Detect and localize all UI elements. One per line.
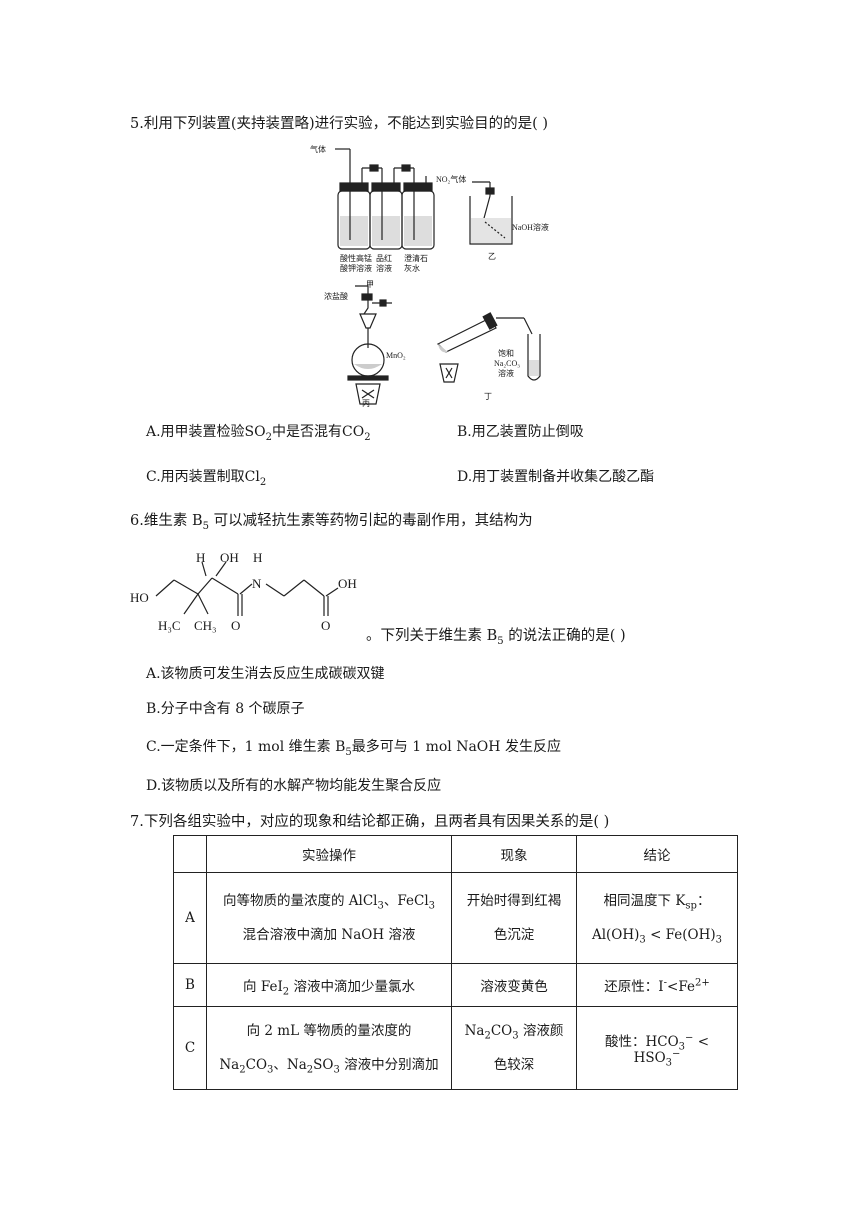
bottle2-label-line2: 溶液	[376, 263, 392, 273]
table-row: A 向等物质的量浓度的 AlCl3、FeCl3 混合溶液中滴加 NaOH 溶液 …	[173, 872, 738, 964]
row-c-phenomenon: Na2CO3 溶液颜 色较深	[451, 1006, 577, 1090]
ho-group: HO	[130, 590, 149, 605]
table-row: B 向 FeI2 溶液中滴加少量氯水 溶液变黄色 还原性：I-<Fe2+	[173, 963, 738, 1007]
bottle1-label-line2: 酸钾溶液	[340, 263, 372, 273]
h3c-group: H₃C	[158, 618, 181, 633]
label-ding: 丁	[484, 392, 492, 401]
bottle3-label-line1: 澄清石	[404, 253, 428, 263]
n-atom: N	[252, 576, 262, 591]
bottle1-label-line1: 酸性高锰	[340, 253, 372, 263]
apparatus-ding	[436, 312, 541, 383]
satd-label-line3: 溶液	[498, 368, 514, 378]
carbonyl-o-1: O	[231, 618, 240, 633]
bottle3-label-line2: 灰水	[404, 263, 420, 273]
label-jia: 甲	[366, 280, 374, 289]
q6-option-d: D.该物质以及所有的水解产物均能发生聚合反应	[146, 778, 442, 794]
q5-option-d: D.用丁装置制备并收集乙酸乙酯	[457, 469, 655, 485]
carbonyl-o-2: O	[321, 618, 330, 633]
row-b-operation: 向 FeI2 溶液中滴加少量氯水	[206, 963, 452, 1007]
row-c-operation: 向 2 mL 等物质的量浓度的 Na2CO3、Na2SO3 溶液中分别滴加	[206, 1006, 452, 1090]
label-bing: 丙	[362, 399, 370, 408]
q6-option-b: B.分子中含有 8 个碳原子	[146, 701, 305, 717]
oh-group-1: OH	[220, 550, 239, 565]
gas-in-label: 气体	[310, 144, 326, 154]
row-b-conclusion: 还原性：I-<Fe2+	[576, 963, 738, 1007]
apparatus-yi	[469, 181, 513, 245]
table-header-row: 实验操作 现象 结论	[173, 835, 738, 873]
apparatus-jia	[335, 148, 435, 250]
row-label-b: B	[173, 963, 207, 1007]
q6-option-a: A.该物质可发生消去反应生成碳碳双键	[146, 666, 385, 682]
q7-stem: 7.下列各组实验中，对应的现象和结论都正确，且两者具有因果关系的是( )	[130, 814, 610, 830]
header-conclusion: 结论	[576, 835, 738, 873]
row-label-a: A	[173, 872, 207, 964]
q5-apparatus-figure: 气体 酸性高锰 酸钾溶液 品红 溶液 澄清石 灰水 甲 NO₂气体 NaOH溶液…	[310, 144, 549, 408]
q6-stem-tail: 。下列关于维生素 B5 的说法正确的是( )	[366, 628, 626, 647]
ch3-group: CH₃	[194, 618, 217, 633]
row-a-phenomenon: 开始时得到红褐 色沉淀	[451, 872, 577, 964]
header-blank	[173, 835, 207, 873]
row-a-conclusion: 相同温度下 Ksp： Al(OH)3 < Fe(OH)3	[576, 872, 738, 964]
mno2-label: MnO₂	[386, 351, 406, 360]
row-label-c: C	[173, 1006, 207, 1090]
h-atom-2: H	[253, 550, 262, 565]
q5-option-b: B.用乙装置防止倒吸	[457, 424, 584, 440]
row-c-conclusion: 酸性：HCO3− < HSO3−	[576, 1006, 738, 1090]
q6-option-c: C.一定条件下，1 mol 维生素 B5最多可与 1 mol NaOH 发生反应	[146, 739, 561, 758]
bottle2-label-line1: 品红	[376, 253, 392, 263]
q5-stem: 5.利用下列装置(夹持装置略)进行实验，不能达到实验目的的是( )	[130, 116, 549, 132]
vitamin-b5-structure: HO H OH H N OH H₃C CH₃ O O	[130, 550, 357, 633]
q7-experiment-table: 实验操作 现象 结论 A 向等物质的量浓度的 AlCl3、FeCl3 混合溶液中…	[173, 835, 738, 1090]
h-atom-1: H	[196, 550, 205, 565]
conc-hcl-label: 浓盐酸	[324, 291, 348, 301]
q5-option-c: C.用丙装置制取Cl2	[146, 469, 267, 488]
label-yi: 乙	[488, 252, 496, 261]
table-row: C 向 2 mL 等物质的量浓度的 Na2CO3、Na2SO3 溶液中分别滴加 …	[173, 1006, 738, 1090]
oh-group-2: OH	[338, 576, 357, 591]
header-phenomenon: 现象	[451, 835, 577, 873]
row-a-operation: 向等物质的量浓度的 AlCl3、FeCl3 混合溶液中滴加 NaOH 溶液	[206, 872, 452, 964]
naoh-solution-label: NaOH溶液	[512, 222, 549, 232]
apparatus-bing	[347, 285, 392, 405]
header-operation: 实验操作	[206, 835, 452, 873]
q6-stem: 6.维生素 B5 可以减轻抗生素等药物引起的毒副作用，其结构为	[130, 513, 533, 532]
q5-option-a: A.用甲装置检验SO2中是否混有CO2	[146, 424, 371, 443]
satd-label-line2: Na₂CO₃	[494, 359, 520, 368]
satd-label-line1: 饱和	[498, 348, 514, 358]
no2-gas-label: NO₂气体	[436, 174, 466, 184]
row-b-phenomenon: 溶液变黄色	[451, 963, 577, 1007]
